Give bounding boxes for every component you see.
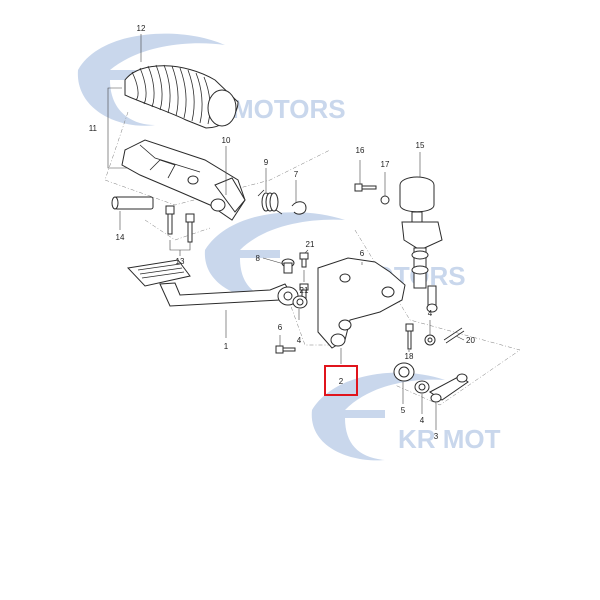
callout-6-right: 6 [360, 249, 365, 258]
callout-11: 11 [89, 124, 98, 133]
master-cylinder [399, 176, 443, 313]
callout-9: 9 [264, 158, 269, 167]
callout-8: 8 [256, 254, 261, 263]
callout-3: 3 [434, 432, 439, 441]
callout-7: 7 [294, 170, 299, 179]
washer-middle [424, 334, 436, 346]
leader-lines [107, 34, 465, 430]
callout-labels: 12 11 10 9 7 14 13 8 21 21 6 4 1 16 17 1… [89, 24, 476, 441]
reservoir-bolt [354, 183, 377, 192]
retaining-clip [291, 201, 307, 215]
return-spring [257, 189, 283, 215]
bolt-lower-left [275, 345, 296, 354]
callout-20: 20 [466, 336, 475, 345]
cotter-pin [443, 327, 465, 344]
callout-10: 10 [222, 136, 231, 145]
watermark-text-top: MOTORS [232, 94, 346, 124]
footpeg-bracket [121, 139, 246, 221]
watermark-text-bottom: KR MOT [398, 424, 501, 454]
brake-linkage [429, 373, 469, 403]
callout-16: 16 [356, 146, 365, 155]
washer-lower [414, 380, 430, 394]
watermark-swoosh-icon [204, 212, 345, 301]
alignment-guides [104, 111, 521, 406]
callout-4-lower: 4 [420, 416, 425, 425]
small-bolts [299, 252, 309, 299]
footpeg-rubber [124, 64, 239, 129]
callout-21-lower: 21 [300, 286, 309, 295]
watermark-swoosh-icon [77, 33, 226, 126]
callout-2: 2 [339, 377, 344, 386]
highlight-box-part-2 [324, 365, 358, 396]
callout-18: 18 [405, 352, 414, 361]
callout-12: 12 [137, 24, 146, 33]
callout-4-middle: 4 [428, 309, 433, 318]
callout-1: 1 [224, 342, 229, 351]
callout-17: 17 [381, 160, 390, 169]
reservoir-washer [380, 195, 390, 205]
callout-14: 14 [116, 233, 125, 242]
callout-15: 15 [416, 141, 425, 150]
footpeg-pin [111, 196, 154, 210]
callout-13: 13 [176, 257, 185, 266]
mounting-plate [317, 257, 406, 349]
pivot-bolt [281, 258, 295, 274]
clevis-pin-bolt [405, 323, 414, 350]
callout-21-upper: 21 [306, 240, 315, 249]
watermark-top: MOTORS [77, 33, 346, 126]
callout-5: 5 [401, 406, 406, 415]
brake-pedal [126, 259, 299, 307]
circlip [393, 362, 415, 382]
washer-left [292, 295, 308, 309]
callout-4-left: 4 [297, 336, 302, 345]
callout-6-left: 6 [278, 323, 283, 332]
